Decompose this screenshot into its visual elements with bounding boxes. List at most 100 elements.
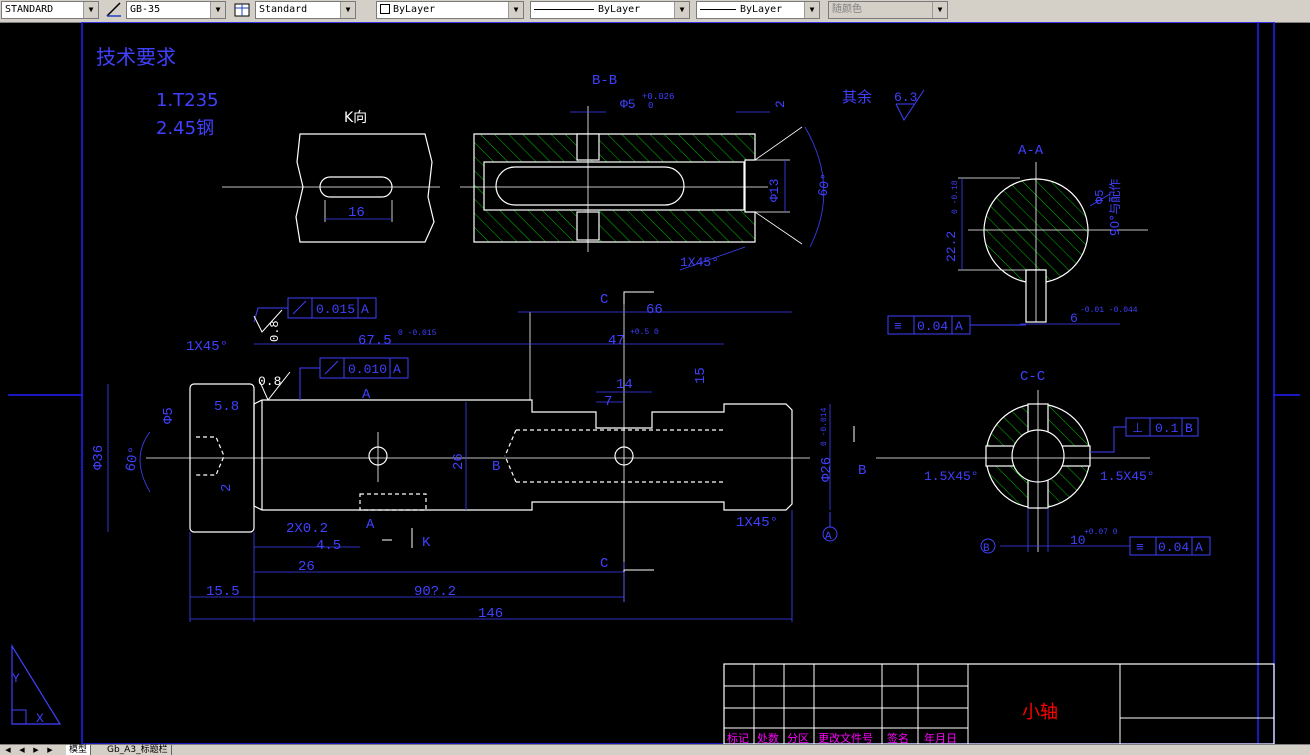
lineweight-value: ByLayer [740, 4, 783, 15]
plot-style-select[interactable]: 随颜色 ▼ [828, 1, 948, 19]
fcf-cc2-value: 0.04 [1158, 540, 1189, 555]
dim-10: 10 [1070, 533, 1086, 548]
linetype-value: ByLayer [598, 4, 641, 15]
dim-phi5-tol: +0.026 [642, 92, 674, 102]
color-swatch-icon [380, 4, 390, 14]
tab-model[interactable]: 模型 [66, 745, 92, 755]
lineweight-select[interactable]: ByLayer ▼ [696, 1, 820, 19]
tb-header-zone: 分区 [787, 732, 809, 744]
datum-a-label: A [825, 531, 832, 543]
dim-phi36: Φ36 [91, 445, 107, 470]
table-style-icon[interactable] [233, 1, 251, 19]
fcf-aa-symbol: ≡ [894, 319, 902, 334]
shaft-dimensions [107, 311, 831, 622]
rest-roughness-value: 6.3 [894, 90, 917, 105]
dim-1x45-bb: 1X45° [680, 255, 719, 270]
text-style-select[interactable]: STANDARD ▼ [1, 1, 99, 19]
dim-7: 7 [604, 394, 612, 410]
section-c-bottom: C [600, 556, 608, 572]
view-k-arrow-label: K [422, 535, 431, 551]
dim-style-icon[interactable] [105, 1, 123, 19]
fcf1-ref: A [361, 302, 369, 317]
properties-toolbar: STANDARD ▼ GB-35 ▼ Standard ▼ ByLayer ▼ … [0, 0, 1310, 23]
dim-675: 67.5 [358, 333, 392, 349]
section-cc: C-C 1.5X45° 1.5X45° ⊥ 0.1 B 10 +0.07 0 B… [876, 369, 1211, 556]
dim-146: 146 [478, 606, 503, 622]
section-a-top: A [362, 387, 371, 403]
tab-layout-a3[interactable]: Gb_A3_标题栏 [104, 745, 172, 755]
shaft-centerlines [146, 302, 810, 602]
table-style-select[interactable]: Standard ▼ [255, 1, 356, 19]
chevron-down-icon[interactable]: ▼ [508, 2, 523, 18]
section-b-left: B [492, 459, 500, 475]
fcf-aa: ≡ 0.04 A [887, 315, 1026, 335]
dim-2x02: 2X0.2 [286, 521, 328, 537]
section-cut-marks [382, 291, 855, 572]
dim-1x45-left: 1X45° [186, 339, 228, 355]
section-aa-label: A-A [1018, 143, 1044, 159]
dim-aa-note: 90°与配作 [1108, 179, 1122, 236]
linetype-sample [534, 8, 594, 10]
dim-style-select[interactable]: GB-35 ▼ [126, 1, 226, 19]
chevron-down-icon[interactable]: ▼ [804, 2, 819, 18]
section-bb: B-B Φ13 Φ5 +0.026 0 2 60° 1X45° [460, 73, 834, 271]
linetype-select[interactable]: ByLayer ▼ [530, 1, 690, 19]
layer-color-select[interactable]: ByLayer ▼ [376, 1, 524, 19]
layout-tab-bar: ◀ ◀ ▶ ▶ 模型 Gb_A3_标题栏 [0, 744, 1310, 755]
ucs-x-label: X [36, 711, 44, 726]
view-k-label: K向 [344, 110, 367, 126]
text-style-value: STANDARD [5, 4, 54, 15]
roughness-marks: 0.8 0.8 [253, 309, 291, 401]
datum-b-label: B [983, 543, 990, 555]
dim-45: 4.5 [316, 538, 341, 554]
dim-aa-phi5: Φ5 [1093, 190, 1107, 204]
fcf-cc-symbol: ⊥ [1132, 421, 1143, 436]
cad-drawing[interactable]: 技术要求 1.T235 2.45钢 K向 16 B-B Φ13 Φ5 +0.02… [0, 22, 1310, 744]
dim-2-left: 2 [219, 484, 235, 492]
rest-roughness-label: 其余 [842, 88, 872, 106]
fcf2-ref: A [393, 362, 401, 377]
dim-15: 15 [693, 367, 709, 384]
dim-47: 47 [608, 333, 625, 349]
dim-47-tol: +0.5 0 [630, 328, 659, 337]
tb-header-date: 年月日 [924, 731, 957, 744]
dim-phi26: Φ26 [819, 457, 835, 482]
section-c-top: C [600, 292, 608, 308]
dim-1x45-right: 1X45° [736, 515, 778, 531]
dim-155: 15.5 [206, 584, 240, 600]
dim-16: 16 [348, 205, 365, 221]
chevron-down-icon[interactable]: ▼ [932, 2, 947, 18]
chevron-down-icon[interactable]: ▼ [674, 2, 689, 18]
chevron-down-icon[interactable]: ▼ [83, 2, 98, 18]
ucs-icon: Y X [11, 643, 62, 726]
fcf1-value: 0.015 [316, 302, 355, 317]
dim-58: 5.8 [214, 399, 239, 415]
chevron-down-icon[interactable]: ▼ [340, 2, 355, 18]
title-block: 小轴 标记 处数 分区 更改文件号 签名 年月日 [723, 663, 1275, 744]
next-tab-icon[interactable]: ▶ [33, 746, 39, 754]
drawing-canvas[interactable]: 技术要求 1.T235 2.45钢 K向 16 B-B Φ13 Φ5 +0.02… [0, 22, 1310, 744]
fcf-cc-ref: B [1185, 421, 1193, 436]
fcf-cc-sym: ≡ 0.04 A [1129, 536, 1211, 556]
fcf-cc2-ref: A [1195, 540, 1203, 555]
fcf-cc2-symbol: ≡ [1136, 540, 1144, 555]
dim-15x45-left: 1.5X45° [924, 469, 979, 484]
tb-header-change-doc: 更改文件号 [818, 731, 873, 744]
layer-value: ByLayer [393, 4, 436, 15]
part-name: 小轴 [1022, 702, 1058, 723]
dim-phi5-bb: Φ5 [620, 97, 636, 112]
chevron-down-icon[interactable]: ▼ [210, 2, 225, 18]
dim-66: 66 [646, 302, 663, 318]
dim-phi5-left: Φ5 [161, 407, 177, 424]
fcf2-value: 0.010 [348, 362, 387, 377]
dim-aa-6: 6 [1070, 311, 1078, 326]
fcf-runout-2: 0.010 A [299, 357, 409, 400]
prev-tab-icon[interactable]: ◀ [19, 746, 25, 754]
view-k: K向 16 [222, 110, 440, 243]
dim-14: 14 [616, 377, 633, 393]
dim-26: 26 [451, 453, 467, 470]
dim-60-bb: 60° [815, 172, 834, 198]
fcf-cc-perp: ⊥ 0.1 B [1090, 417, 1199, 453]
first-tab-icon[interactable]: ◀ [5, 746, 11, 754]
last-tab-icon[interactable]: ▶ [47, 746, 53, 754]
